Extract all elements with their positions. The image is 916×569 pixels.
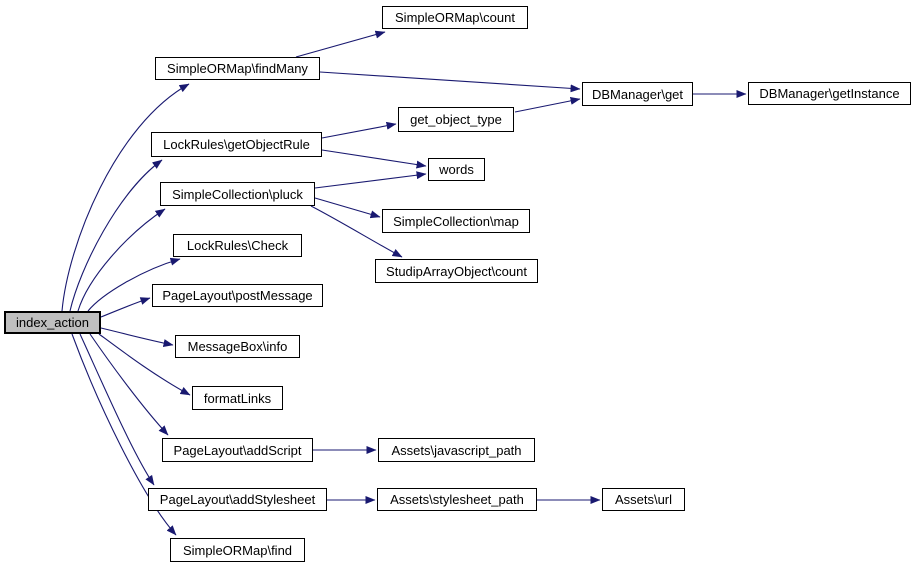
node-formatlinks[interactable]: formatLinks [192,386,283,410]
node-dbmanager-get[interactable]: DBManager\get [582,82,693,106]
edge-simpleormap-findmany--simpleormap-count [295,30,386,58]
node-assets-javascript-path[interactable]: Assets\javascript_path [378,438,535,462]
node-label: LockRules\getObjectRule [163,137,310,152]
edge-index-action--pagelayout-addscript [89,333,169,436]
node-dbmanager-getinstance[interactable]: DBManager\getInstance [748,82,911,105]
edge-index-action--simpleormap-find [71,333,177,536]
node-lockrules-check[interactable]: LockRules\Check [173,234,302,257]
node-simplecollection-map[interactable]: SimpleCollection\map [382,209,530,233]
edge-index-action--pagelayout-postmessage [100,297,151,318]
node-lockrules-getobjectrule[interactable]: LockRules\getObjectRule [151,132,322,157]
node-label: words [439,162,474,177]
node-label: formatLinks [203,390,272,406]
edge-index-action--messagebox-info [100,327,174,347]
edge-lockrules-getobjectrule--words [321,149,427,169]
node-index-action: index_action [4,311,101,334]
node-assets-stylesheet-path[interactable]: Assets\stylesheet_path [377,488,537,511]
node-label: SimpleORMap\count [395,10,515,25]
node-label: PageLayout\addScript [173,442,302,458]
edge-index-action--simpleormap-findmany [61,83,190,312]
edge-index-action--pagelayout-addstylesheet [79,333,155,486]
node-simpleormap-findmany[interactable]: SimpleORMap\findMany [155,57,320,80]
edge-index-action--formatlinks [98,333,191,396]
node-get-object-type[interactable]: get_object_type [398,107,514,132]
node-studiparrayobject-count[interactable]: StudipArrayObject\count [375,259,538,283]
node-pagelayout-addscript[interactable]: PageLayout\addScript [162,438,313,462]
node-label: Assets\url [614,492,673,507]
node-label: SimpleORMap\find [182,542,293,558]
edge-simplecollection-pluck--words [314,171,427,189]
node-pagelayout-postmessage[interactable]: PageLayout\postMessage [152,284,323,307]
node-words[interactable]: words [428,158,485,181]
edge-simpleormap-findmany--dbmanager-get [319,71,581,93]
node-label: MessageBox\info [187,339,288,354]
node-label: DBManager\getInstance [759,86,900,101]
node-label: index_action [16,315,89,330]
edge-index-action--lockrules-check [87,257,181,312]
node-label: DBManager\get [591,86,684,102]
node-simpleormap-count[interactable]: SimpleORMap\count [382,6,528,29]
node-simpleormap-find[interactable]: SimpleORMap\find [170,538,305,562]
node-label: SimpleCollection\map [393,213,519,229]
node-pagelayout-addstylesheet[interactable]: PageLayout\addStylesheet [148,488,327,511]
node-assets-url[interactable]: Assets\url [602,488,685,511]
edge-index-action--simplecollection-pluck [77,208,166,312]
node-label: Assets\javascript_path [391,442,522,458]
edge-simplecollection-pluck--simplecollection-map [314,197,381,219]
edge-simplecollection-pluck--studiparrayobject-count [310,205,403,258]
node-simplecollection-pluck[interactable]: SimpleCollection\pluck [160,182,315,206]
edge-lockrules-getobjectrule--get-object-type [321,121,397,139]
node-messagebox-info[interactable]: MessageBox\info [175,335,300,358]
node-label: PageLayout\postMessage [162,288,313,303]
edge-get-object-type--dbmanager-get [514,96,581,113]
node-label: SimpleCollection\pluck [172,186,303,202]
node-label: get_object_type [410,112,502,127]
edge-index-action--lockrules-getobjectrule [69,159,163,312]
node-label: SimpleORMap\findMany [167,61,308,76]
node-label: PageLayout\addStylesheet [159,492,316,507]
node-label: LockRules\Check [186,238,289,253]
node-label: Assets\stylesheet_path [390,492,524,507]
node-label: StudipArrayObject\count [386,263,527,279]
